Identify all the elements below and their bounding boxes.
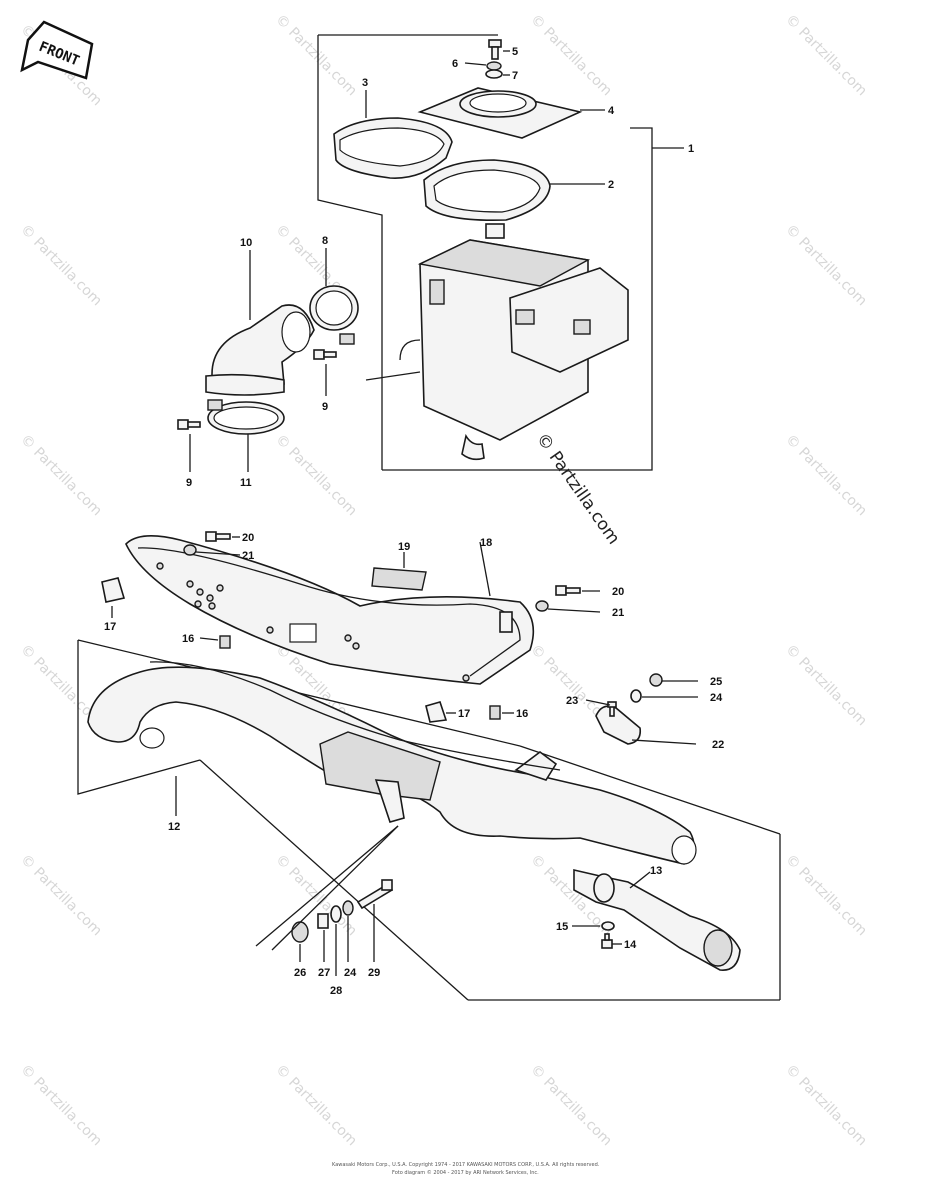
part-17-clip-right (425, 701, 448, 723)
callout-17-right: 17 (458, 708, 470, 720)
watermark-tile: © Partzilla.com (782, 642, 870, 730)
group-bracket-12 (77, 640, 201, 795)
part-18-side-cover (125, 535, 535, 685)
part-7-washer (485, 69, 503, 79)
part-26-nut (291, 921, 309, 943)
callout-29: 29 (368, 967, 380, 979)
part-27-collar (317, 913, 329, 929)
callout-20-right: 20 (612, 586, 624, 598)
part-21-nut-upper (183, 544, 197, 556)
callout-11: 11 (240, 477, 252, 489)
footer-diagram-credit: Foto diagram © 2004 - 2017 by ARI Networ… (392, 1169, 539, 1176)
part-3-element (333, 117, 453, 179)
callout-1: 1 (688, 143, 694, 155)
part-17-clip-left (101, 577, 126, 603)
callout-9-lower: 9 (186, 477, 192, 489)
callout-25: 25 (710, 676, 722, 688)
part-20-screw-right (555, 585, 581, 596)
callout-24-upper: 24 (710, 692, 723, 704)
part-22-bracket (595, 705, 642, 745)
muffler-group (77, 639, 781, 1001)
watermark-tile: © Partzilla.com (782, 432, 870, 520)
part-15-washer (601, 921, 615, 931)
watermark-tile: © Partzilla.com (17, 1062, 105, 1150)
watermark-tile: © Partzilla.com (782, 12, 870, 100)
part-24-washer-upper (630, 689, 642, 703)
part-20-screw-upper (205, 531, 231, 542)
part-23-bolt (607, 701, 617, 717)
callout-16-left: 16 (182, 633, 194, 645)
callout-28-lower: 28 (330, 985, 342, 997)
callout-10: 10 (240, 237, 252, 249)
watermark-center: © Partzilla.com (532, 429, 624, 548)
part-16-grommet-left (219, 635, 231, 649)
part-11-clamp (207, 399, 285, 435)
watermark-tile: © Partzilla.com (17, 852, 105, 940)
watermark-tile: © Partzilla.com (272, 432, 360, 520)
callout-16-right: 16 (516, 708, 528, 720)
callout-4: 4 (608, 105, 615, 117)
watermark-tile: © Partzilla.com (272, 12, 360, 100)
part-6-nut (486, 61, 502, 71)
watermark-tile: © Partzilla.com (782, 1062, 870, 1150)
part-8-clamp (309, 285, 359, 345)
part-28-washer (330, 905, 342, 923)
callout-14: 14 (624, 939, 637, 951)
part-25-nut (649, 673, 663, 687)
part-2-filter (423, 159, 551, 222)
part-19-label (371, 567, 427, 591)
cover-vent-holes (156, 562, 470, 682)
callout-6: 6 (452, 58, 458, 70)
callout-24-lower: 24 (344, 967, 357, 979)
watermark-tile: © Partzilla.com (527, 1062, 615, 1150)
part-13-silencer-insert (573, 868, 741, 971)
part-1-air-box (399, 223, 629, 461)
part-5-screw (488, 39, 502, 60)
callout-20-upper: 20 (242, 532, 254, 544)
front-arrow-icon (20, 20, 94, 80)
callout-22: 22 (712, 739, 724, 751)
callout-3: 3 (362, 77, 368, 89)
part-29-bolt (356, 879, 394, 910)
watermark-tile: © Partzilla.com (782, 222, 870, 310)
front-direction-badge: FRONT (20, 20, 94, 80)
part-4-cover (417, 87, 583, 139)
callout-7: 7 (512, 70, 518, 82)
air-cleaner-group (177, 34, 684, 472)
callout-2: 2 (608, 179, 614, 191)
callout-labels: 1 2 3 4 5 6 7 8 9 9 10 11 12 13 14 15 16… (104, 46, 724, 997)
callout-8: 8 (322, 235, 328, 247)
callout-27: 27 (318, 967, 330, 979)
group-bracket-1-right (382, 127, 653, 471)
part-16-grommet-right (489, 705, 501, 720)
watermark-tile: © Partzilla.com (17, 222, 105, 310)
callout-23: 23 (566, 695, 578, 707)
part-24-washer-lower (342, 900, 354, 916)
part-10-elbow-duct (205, 304, 315, 396)
callout-18: 18 (480, 537, 492, 549)
callout-21-upper: 21 (242, 550, 254, 562)
part-21-nut-right (535, 600, 549, 612)
watermark-tile: © Partzilla.com (272, 1062, 360, 1150)
callout-19: 19 (398, 541, 410, 553)
callout-12: 12 (168, 821, 180, 833)
watermark-tile: © Partzilla.com (527, 12, 615, 100)
watermark-tile: © Partzilla.com (17, 432, 105, 520)
exhaust-inlet-opening (139, 727, 165, 749)
side-cover-group (101, 531, 601, 723)
callout-9-upper: 9 (322, 401, 328, 413)
callout-21-right: 21 (612, 607, 624, 619)
callout-5: 5 (512, 46, 518, 58)
callout-17-left: 17 (104, 621, 116, 633)
footer-copyright: Kawasaki Motors Corp., U.S.A. Copyright … (332, 1162, 600, 1168)
callout-13: 13 (650, 865, 662, 877)
callout-26: 26 (294, 967, 306, 979)
exhaust-outlet-opening (671, 835, 697, 865)
watermark-tile: © Partzilla.com (782, 852, 870, 940)
part-9-screw-upper (313, 349, 337, 360)
group-bracket-1-left (317, 35, 383, 470)
callout-15: 15 (556, 921, 568, 933)
part-9-screw-lower (177, 419, 201, 430)
